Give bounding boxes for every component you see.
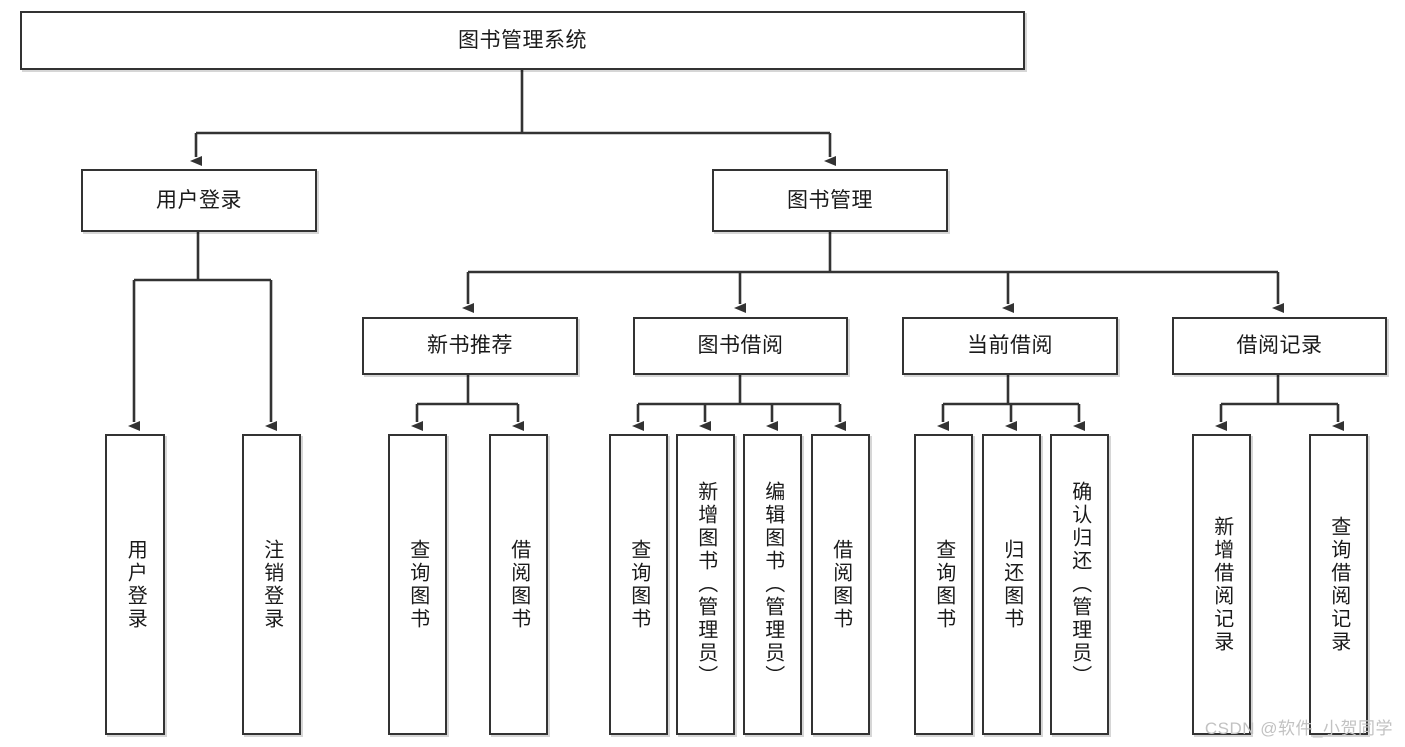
- leaf-query-book-1-label: 查询图书: [406, 538, 429, 631]
- leaf-confirm-return[interactable]: 确认归还（管理员）: [1050, 434, 1109, 735]
- leaf-add-record[interactable]: 新增借阅记录: [1192, 434, 1251, 735]
- leaf-query-record-label: 查询借阅记录: [1327, 515, 1350, 654]
- node-user-login[interactable]: 用户登录: [81, 169, 317, 232]
- leaf-borrow-book-2-label: 借阅图书: [829, 538, 852, 631]
- leaf-query-book-2-label: 查询图书: [627, 538, 650, 631]
- leaf-edit-book-label: 编辑图书（管理员）: [761, 481, 784, 688]
- leaf-user-login[interactable]: 用户登录: [105, 434, 165, 735]
- node-current-borrow[interactable]: 当前借阅: [902, 317, 1118, 375]
- leaf-logout[interactable]: 注销登录: [242, 434, 301, 735]
- leaf-borrow-book-1[interactable]: 借阅图书: [489, 434, 548, 735]
- node-new-book-recommendation-label: 新书推荐: [427, 334, 513, 358]
- leaf-add-book[interactable]: 新增图书（管理员）: [676, 434, 735, 735]
- leaf-borrow-book-2[interactable]: 借阅图书: [811, 434, 870, 735]
- node-book-borrow-label: 图书借阅: [697, 334, 784, 358]
- leaf-add-book-label: 新增图书（管理员）: [694, 481, 717, 688]
- node-new-book-recommendation[interactable]: 新书推荐: [362, 317, 578, 375]
- leaf-borrow-book-1-label: 借阅图书: [507, 538, 530, 631]
- leaf-query-book-1[interactable]: 查询图书: [388, 434, 447, 735]
- leaf-return-book[interactable]: 归还图书: [982, 434, 1041, 735]
- node-root-label: 图书管理系统: [458, 28, 587, 52]
- node-book-manage-label: 图书管理: [787, 188, 873, 212]
- node-borrow-record-label: 借阅记录: [1236, 334, 1323, 358]
- node-current-borrow-label: 当前借阅: [967, 334, 1053, 358]
- node-book-manage[interactable]: 图书管理: [712, 169, 948, 232]
- leaf-query-book-3[interactable]: 查询图书: [914, 434, 973, 735]
- leaf-query-record[interactable]: 查询借阅记录: [1309, 434, 1368, 735]
- leaf-edit-book[interactable]: 编辑图书（管理员）: [743, 434, 802, 735]
- leaf-logout-label: 注销登录: [260, 538, 283, 631]
- node-borrow-record[interactable]: 借阅记录: [1172, 317, 1387, 375]
- leaf-add-record-label: 新增借阅记录: [1210, 515, 1233, 654]
- watermark: CSDN @软件_小贺同学: [1204, 719, 1393, 738]
- leaf-query-book-2[interactable]: 查询图书: [609, 434, 668, 735]
- node-root[interactable]: 图书管理系统: [20, 11, 1025, 70]
- leaf-query-book-3-label: 查询图书: [932, 538, 955, 631]
- leaf-confirm-return-label: 确认归还（管理员）: [1068, 481, 1091, 688]
- node-book-borrow[interactable]: 图书借阅: [633, 317, 848, 375]
- leaf-return-book-label: 归还图书: [1000, 538, 1023, 631]
- node-user-login-label: 用户登录: [156, 188, 242, 212]
- leaf-user-login-label: 用户登录: [124, 538, 147, 631]
